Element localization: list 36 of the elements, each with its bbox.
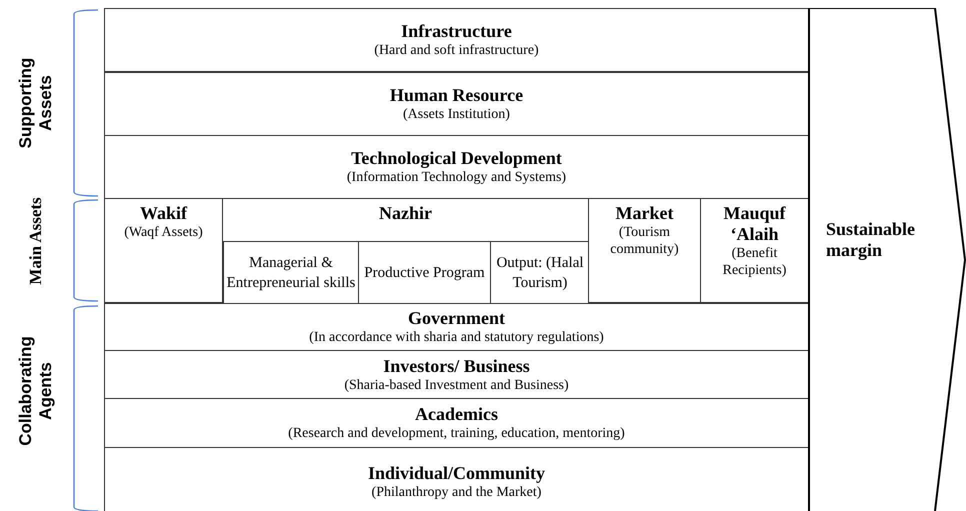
subtitle-text: (Benefit Recipients)	[722, 245, 788, 279]
heading-text: Nazhir	[379, 203, 432, 224]
subtitle-text: (Philanthropy and the Market)	[372, 484, 542, 501]
row-box	[104, 303, 809, 351]
heading-text: Sustainable margin	[826, 218, 916, 260]
subtitle-text: (Sharia-based Investment and Business)	[344, 376, 569, 394]
heading-text: Wakif	[138, 203, 188, 224]
heading-text: Academics	[415, 404, 498, 425]
sub-box	[358, 241, 491, 304]
subtitle-text: (Information Technology and Systems)	[346, 169, 566, 186]
heading-text: Government	[408, 308, 505, 329]
row-box	[104, 8, 809, 72]
subtitle-text: (Tourism community)	[609, 224, 680, 258]
sub-box	[490, 241, 590, 304]
margin-arrow	[808, 8, 966, 511]
sub-box	[223, 241, 359, 304]
group-label: Supporting Assets	[16, 56, 56, 150]
subtitle-text: (Research and development, training, education, mentoring)	[288, 425, 625, 442]
subtitle-text: (In accordance with sharia and statutory regulations)	[309, 329, 604, 346]
row-box	[104, 72, 809, 136]
group-label: Main Assets	[26, 196, 46, 286]
heading-text: Investors/ Business	[383, 356, 530, 376]
heading-text: Infrastructure	[401, 21, 512, 42]
heading-text: Technological Development	[351, 148, 562, 169]
subtitle-text: (Hard and soft infrastructure)	[374, 42, 539, 59]
item-text: Productive Program	[364, 264, 485, 282]
heading-text: Market	[614, 203, 674, 224]
item-text: Output: (Halal Tourism)	[495, 254, 585, 292]
heading-text: Individual/Community	[368, 463, 546, 484]
item-text: Managerial & Entrepreneurial skills	[226, 254, 356, 292]
group-label: Collaborating Agents	[16, 336, 56, 446]
column-box	[104, 198, 223, 303]
subtitle-text: (Assets Institution)	[403, 106, 510, 123]
heading-text: Human Resource	[390, 85, 524, 106]
subtitle-text: (Waqf Assets)	[123, 224, 204, 241]
heading-text: Mauquf ‘Alaih	[722, 203, 787, 245]
